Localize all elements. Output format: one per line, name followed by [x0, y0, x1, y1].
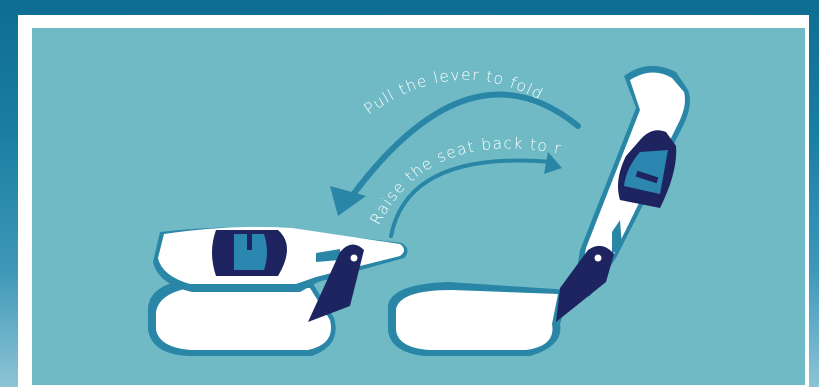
upright-hinge-pivot [595, 255, 602, 262]
folded-seat-cushion [156, 286, 331, 350]
headrest-notch [247, 234, 252, 250]
folded-hinge-pivot [351, 255, 358, 262]
upright-seat-cushion [396, 290, 558, 350]
